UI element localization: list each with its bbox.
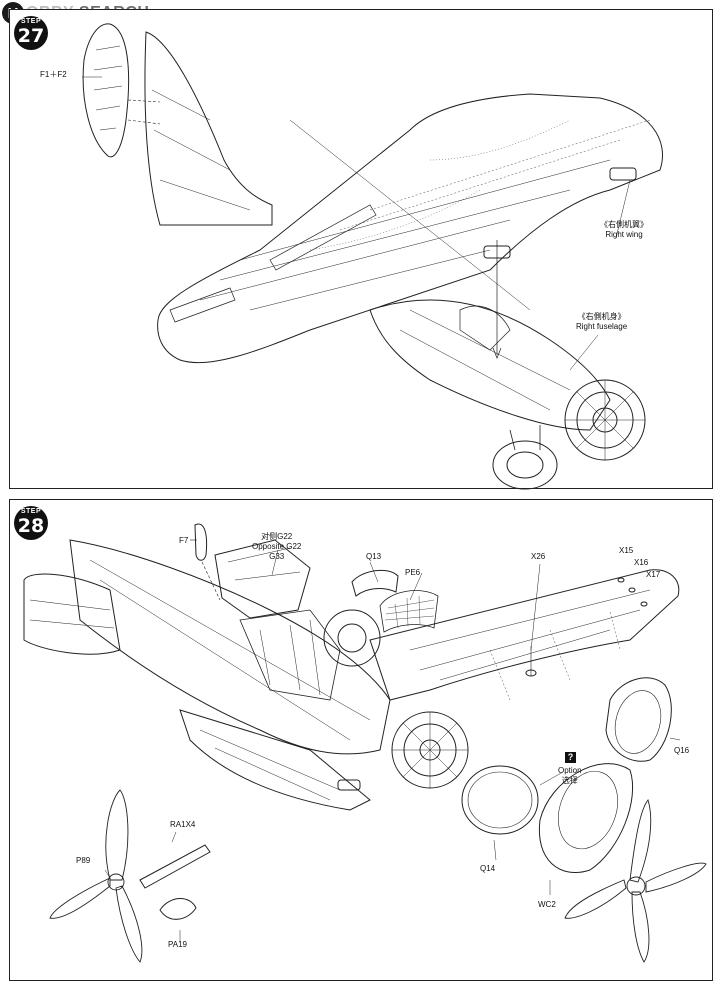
label-right-wing-en: Right wing <box>605 230 643 239</box>
right-fuselage <box>369 299 611 431</box>
label-g33: G33 <box>269 552 285 561</box>
propeller-left <box>49 789 143 963</box>
step-27-panel: STEP 27 <box>9 9 713 490</box>
part-pe6 <box>379 590 439 633</box>
label-f7: F7 <box>179 536 189 545</box>
canopy-part-g22 <box>214 539 311 619</box>
step-number: 28 <box>17 515 45 537</box>
propeller-right <box>564 799 707 963</box>
cowling-wc2 <box>538 763 634 874</box>
step-27-badge: STEP 27 <box>14 16 48 50</box>
label-g22-cn: 对侧G22 <box>261 532 293 541</box>
wheel <box>323 609 381 667</box>
label-f1-f2: F1＋F2 <box>40 70 67 79</box>
label-option: Option 选择 <box>558 766 582 786</box>
step-label: STEP <box>20 508 42 515</box>
part-f7 <box>194 523 208 561</box>
label-ra1x4: RA1X4 <box>170 820 196 829</box>
cowling-q16 <box>605 677 672 762</box>
part-ra1x4 <box>139 844 211 889</box>
label-g22-en: Opposite G22 <box>252 542 302 551</box>
label-p89: P89 <box>76 856 91 865</box>
label-wc2: WC2 <box>538 900 556 909</box>
part-pa19 <box>159 898 197 920</box>
part-q13 <box>351 569 399 597</box>
label-x17: X17 <box>646 570 661 579</box>
label-q16: Q16 <box>674 746 690 755</box>
step-28-panel: STEP 28 <box>9 499 713 981</box>
step-27-illustration <box>82 23 663 490</box>
horizontal-tail <box>23 573 121 655</box>
label-pa19: PA19 <box>168 940 187 949</box>
step-28-illustration <box>23 523 707 963</box>
rudder-part <box>82 23 130 158</box>
main-wing <box>369 569 680 701</box>
label-q14: Q14 <box>480 864 496 873</box>
label-right-fuselage-en: Right fuselage <box>576 322 628 331</box>
label-g22-g33: 对侧G22 Opposite G22 G33 <box>252 532 301 562</box>
cowling-ring-q14 <box>461 765 539 835</box>
label-x26: X26 <box>531 552 546 561</box>
left-wing <box>179 709 371 811</box>
label-right-wing: 《右側机翼》 Right wing <box>600 220 648 240</box>
help-icon: ? <box>565 752 576 763</box>
label-x16: X16 <box>634 558 649 567</box>
fuselage <box>69 539 391 755</box>
label-option-cn: 选择 <box>561 776 578 785</box>
label-right-fuselage-cn: 《右側机身》 <box>577 312 626 321</box>
step-number: 27 <box>17 25 45 47</box>
label-right-wing-cn: 《右側机翼》 <box>600 220 648 229</box>
step-28-badge: STEP 28 <box>14 506 48 540</box>
label-option-en: Option <box>558 766 582 775</box>
label-pe6: PE6 <box>405 568 421 577</box>
label-right-fuselage: 《右側机身》 Right fuselage <box>576 312 627 332</box>
right-wing <box>157 93 663 364</box>
vertical-tail <box>144 31 273 226</box>
landing-wheel <box>492 440 558 490</box>
step-label: STEP <box>20 18 42 25</box>
label-q13: Q13 <box>366 552 382 561</box>
label-x15: X15 <box>619 546 634 555</box>
